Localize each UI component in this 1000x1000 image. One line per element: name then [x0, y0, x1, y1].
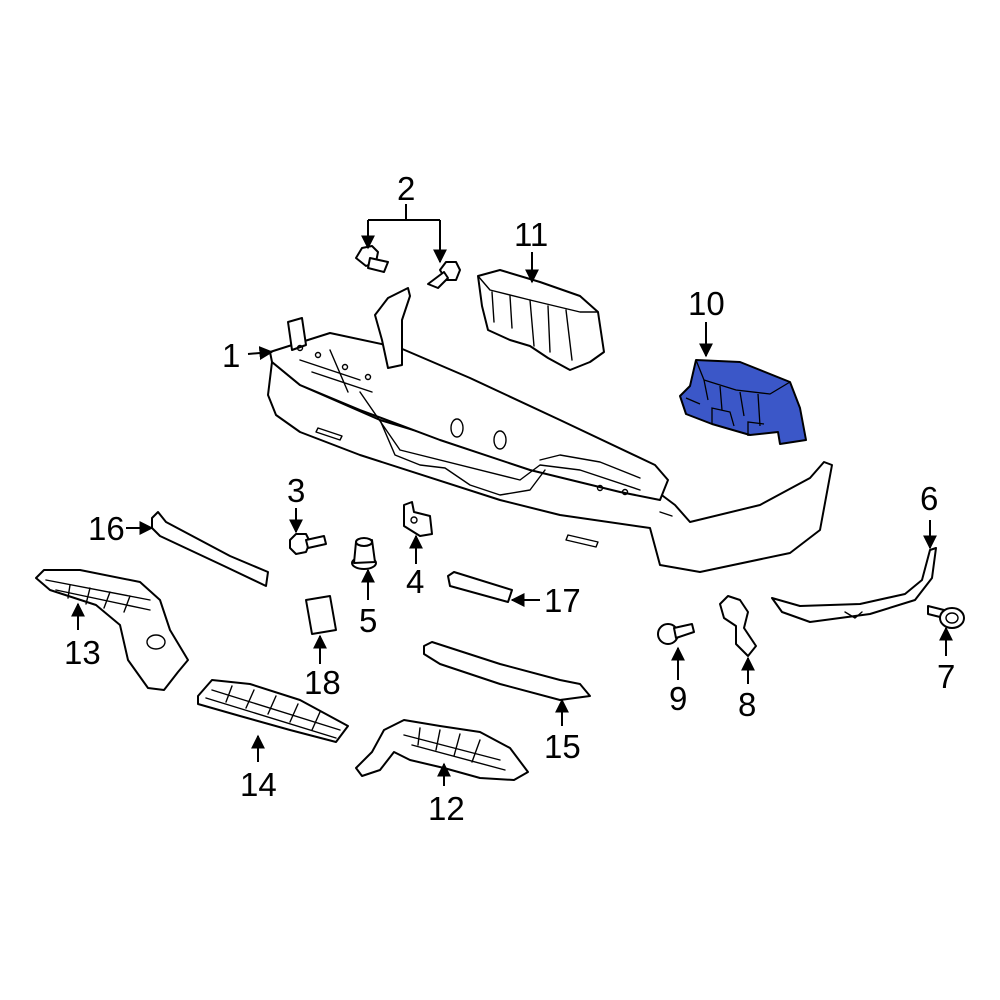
- callout-2: 2: [397, 170, 415, 207]
- flange-bolt-part[interactable]: [927, 605, 965, 629]
- callout-7: 7: [937, 658, 955, 695]
- callout-14: 14: [240, 766, 277, 803]
- bracket-right-part[interactable]: [771, 547, 937, 623]
- callout-8: 8: [738, 686, 756, 723]
- callout-3: 3: [287, 472, 305, 509]
- callout-5: 5: [359, 602, 377, 639]
- callout-15: 15: [544, 728, 581, 765]
- callout-9: 9: [669, 680, 687, 717]
- leader-lines: [71, 204, 953, 786]
- callout-18: 18: [304, 664, 341, 701]
- callout-6: 6: [920, 480, 938, 517]
- bumper-assembly-part[interactable]: [267, 287, 833, 573]
- highlighted-bracket-part[interactable]: [679, 359, 807, 445]
- bracket-part[interactable]: [719, 595, 757, 657]
- push-pin-right-part[interactable]: [427, 261, 461, 289]
- callout-4: 4: [406, 563, 424, 600]
- step-pad-right-part[interactable]: [355, 719, 529, 781]
- rivet-part[interactable]: [657, 623, 695, 645]
- bracket-center-part[interactable]: [477, 269, 605, 371]
- molding-strip-left-part[interactable]: [151, 511, 269, 587]
- callout-12: 12: [428, 790, 465, 827]
- callout-16: 16: [88, 510, 125, 547]
- push-pin-left-part[interactable]: [355, 245, 389, 273]
- step-pad-left-part[interactable]: [35, 569, 189, 691]
- nut-part[interactable]: [351, 537, 377, 570]
- molding-strip-right-part[interactable]: [423, 641, 591, 701]
- callout-17: 17: [544, 582, 581, 619]
- step-pad-center-part[interactable]: [197, 679, 349, 743]
- callout-13: 13: [64, 634, 101, 671]
- reflector-part[interactable]: [447, 571, 513, 603]
- callout-labels: 1 2 3 4 5 6 7 8 9 10 11 12 13 14 15 16 1…: [64, 170, 955, 827]
- bolt-part[interactable]: [289, 533, 327, 555]
- callout-1: 1: [222, 337, 240, 374]
- clip-part[interactable]: [403, 501, 433, 537]
- cap-part[interactable]: [305, 595, 337, 635]
- callout-11: 11: [514, 216, 548, 253]
- callout-10: 10: [688, 285, 725, 322]
